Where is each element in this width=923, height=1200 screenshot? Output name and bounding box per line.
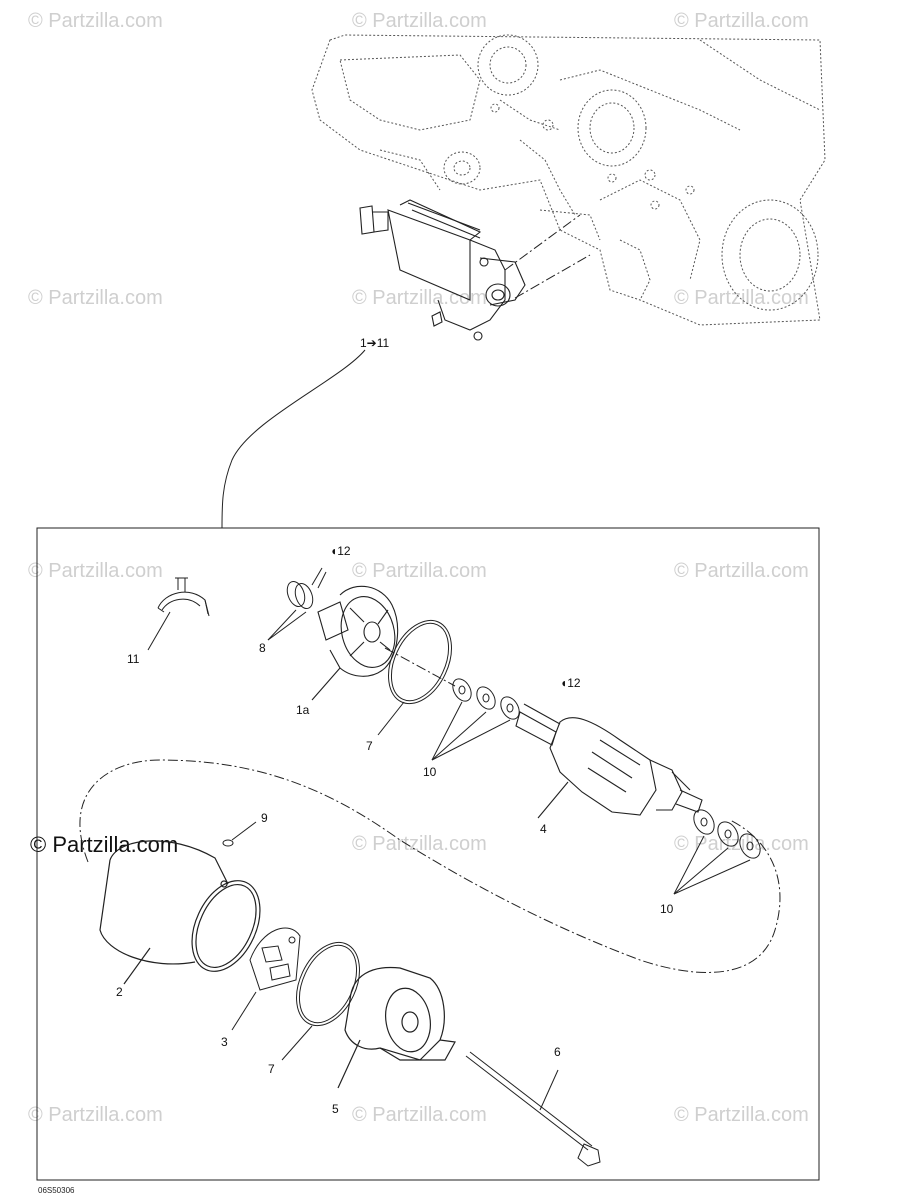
- part-3-brush-holder: [231, 927, 301, 1031]
- part-10a-washers: [431, 678, 520, 761]
- mounting-lines: [504, 214, 591, 299]
- part-5-rear-housing: [337, 966, 456, 1089]
- callout-5: 5: [332, 1102, 339, 1116]
- part-8-orings: [267, 567, 327, 641]
- leader-curve: [221, 349, 366, 529]
- watermark: © Partzilla.com: [352, 1104, 487, 1126]
- callout-2: 2: [116, 985, 123, 999]
- watermark: © Partzilla.com: [352, 10, 487, 32]
- oil-drop-icon: ◖: [330, 544, 338, 558]
- callout-11: 11: [127, 652, 140, 666]
- callout-4: 4: [540, 822, 547, 836]
- watermark: © Partzilla.com: [674, 833, 809, 855]
- callout-3: 3: [221, 1035, 228, 1049]
- parts-frame: [36, 527, 820, 1181]
- callout-10-lower: 10: [660, 902, 674, 916]
- callout-6: 6: [554, 1045, 561, 1059]
- part-7a-oring: [377, 619, 452, 736]
- starter-assembly: [359, 199, 526, 341]
- callout-12-upper: ◖12: [330, 544, 351, 558]
- axis-line: [384, 647, 456, 687]
- callout-1a: 1a: [296, 703, 310, 717]
- engine-outline: [311, 34, 826, 326]
- part-11-bracket: [147, 577, 210, 651]
- watermark: © Partzilla.com: [674, 1104, 809, 1126]
- watermark: © Partzilla.com: [352, 833, 487, 855]
- watermark: © Partzilla.com: [674, 287, 809, 309]
- part-6-long-bolt: [465, 1051, 601, 1167]
- part-2-yoke: [99, 840, 261, 985]
- part-9-small-oring: [222, 821, 257, 847]
- callout-10-upper: 10: [423, 765, 437, 779]
- part-10b-washers: [673, 809, 761, 895]
- callout-7-upper: 7: [366, 739, 373, 753]
- callout-7-lower: 7: [268, 1062, 275, 1076]
- oil-drop-icon: ◖: [560, 676, 568, 690]
- watermark: © Partzilla.com: [28, 287, 163, 309]
- callout-9: 9: [261, 811, 268, 825]
- part-1a-front-housing: [311, 585, 399, 701]
- callout-assembly: 1➔11: [360, 336, 390, 350]
- diagram-code: 06S50306: [38, 1186, 75, 1195]
- watermark: © Partzilla.com: [674, 10, 809, 32]
- watermark: © Partzilla.com: [28, 10, 163, 32]
- watermark: © Partzilla.com: [28, 1104, 163, 1126]
- part-7b-oring: [281, 941, 360, 1061]
- watermark: © Partzilla.com: [28, 560, 163, 582]
- watermark: © Partzilla.com: [352, 560, 487, 582]
- callout-12-lower: ◖12: [560, 676, 581, 690]
- assembly-loop: [79, 759, 781, 973]
- callout-8: 8: [259, 641, 266, 655]
- watermark: © Partzilla.com: [674, 560, 809, 582]
- watermark-strong: © Partzilla.com: [30, 832, 179, 857]
- part-4-armature: [515, 703, 703, 819]
